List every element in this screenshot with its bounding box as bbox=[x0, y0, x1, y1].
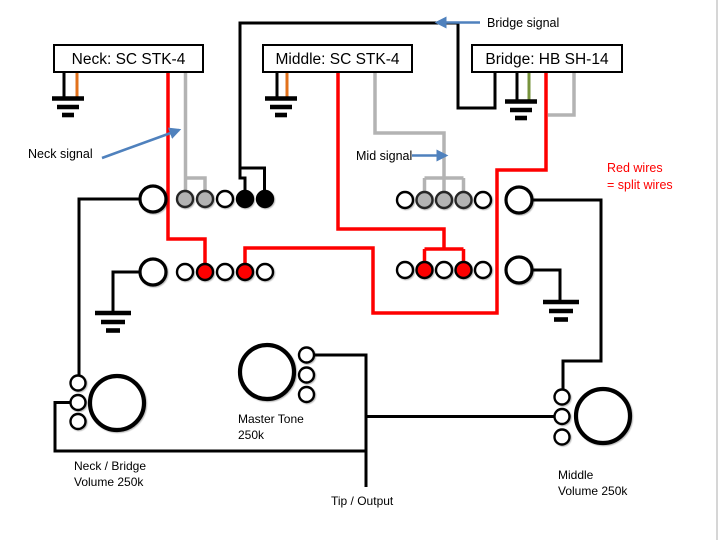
tone-to-output-wire bbox=[313, 353, 368, 487]
neck-volume-lug-2 bbox=[69, 393, 87, 412]
switch-lug-white bbox=[473, 190, 493, 210]
middle-volume-label-line1: Middle bbox=[558, 468, 594, 482]
neck-signal-gray-branch bbox=[185, 176, 207, 192]
middle-pickup-box bbox=[262, 44, 413, 73]
neck-pickup: Neck: SC STK-4 bbox=[53, 44, 204, 73]
switch-lug-red bbox=[415, 260, 434, 280]
black-wires bbox=[53, 21, 603, 487]
neck-signal-arrow bbox=[101, 127, 182, 160]
bridge-pickup-label: Bridge: HB SH-14 bbox=[485, 51, 609, 68]
neck-ground-icon bbox=[52, 96, 84, 118]
left-switch-ground-icon bbox=[95, 310, 131, 333]
master-tone-pot: Master Tone 250k bbox=[237, 342, 316, 442]
switch-lug-white bbox=[473, 260, 493, 280]
red-wires-legend-line2: = split wires bbox=[607, 178, 673, 192]
neck-split-wire bbox=[166, 72, 207, 265]
switch-lug-white bbox=[395, 190, 415, 210]
right-switch-common-top bbox=[504, 185, 534, 215]
neck-volume-label-line1: Neck / Bridge bbox=[74, 459, 146, 473]
switch-lug-red bbox=[235, 262, 255, 282]
switch-lug-gray bbox=[434, 190, 454, 210]
left-switch-common-to-volume-wire bbox=[77, 197, 140, 376]
neck-volume-label-line2: Volume 250k bbox=[74, 475, 144, 489]
bridge-pickup-box bbox=[471, 44, 623, 73]
switch-lug-white bbox=[215, 262, 235, 282]
neck-bridge-volume-body bbox=[87, 373, 147, 433]
switch-lug-white bbox=[395, 260, 415, 280]
switch-lug-gray bbox=[415, 190, 434, 210]
switch-lug-white bbox=[215, 189, 235, 209]
bridge-ground-icon bbox=[505, 99, 537, 121]
switch-lug-white bbox=[255, 262, 275, 282]
master-tone-label-line2: 250k bbox=[238, 428, 265, 442]
mid-signal-gray-wire bbox=[373, 72, 446, 192]
neck-volume-lug-1 bbox=[69, 374, 87, 392]
neck-pickup-label: Neck: SC STK-4 bbox=[72, 51, 186, 68]
switch-lug-red bbox=[454, 260, 473, 280]
tip-output-label: Tip / Output bbox=[331, 494, 394, 508]
middle-pickup: Middle: SC STK-4 bbox=[262, 44, 413, 73]
neck-bridge-volume-pot: Neck / Bridge Volume 250k bbox=[69, 373, 147, 489]
right-switch-top-row bbox=[395, 190, 493, 210]
middle-volume-label-line2: Volume 250k bbox=[558, 484, 628, 498]
neck-pickup-box bbox=[53, 44, 204, 73]
middle-volume-lug-2 bbox=[553, 407, 571, 426]
master-tone-lug-3 bbox=[297, 385, 316, 404]
bridge-split-wire bbox=[243, 72, 548, 315]
middle-pickup-label: Middle: SC STK-4 bbox=[275, 51, 399, 68]
right-switch-ground-wire bbox=[532, 268, 562, 301]
left-switch-common-top bbox=[138, 184, 168, 214]
neck-volume-lug-3 bbox=[69, 412, 87, 431]
master-tone-body bbox=[237, 342, 297, 402]
right-switch-bottom-row bbox=[395, 260, 493, 280]
right-switch-common-to-volume-wire bbox=[532, 198, 603, 390]
right-switch-common-bottom bbox=[504, 255, 534, 285]
middle-volume-pot: Middle Volume 250k bbox=[553, 386, 633, 498]
switch-lug-black bbox=[235, 189, 255, 209]
switch-lug-red bbox=[195, 262, 215, 282]
middle-volume-lug-1 bbox=[553, 388, 571, 406]
left-switch-bottom-row bbox=[175, 262, 275, 282]
bridge-signal-label: Bridge signal bbox=[487, 16, 559, 30]
middle-volume-body bbox=[573, 386, 633, 446]
switch-lug-black bbox=[255, 189, 275, 209]
left-switch-top-row bbox=[175, 189, 275, 209]
switch-lug-gray bbox=[195, 189, 215, 209]
red-split-wires bbox=[166, 72, 548, 315]
bridge-pickup: Bridge: HB SH-14 bbox=[471, 44, 623, 73]
neck-volume-output-wire bbox=[53, 401, 365, 453]
switch-lug-white bbox=[434, 260, 454, 280]
bridge-signal-wire-branch bbox=[240, 166, 266, 192]
left-switch-ground-wire bbox=[111, 270, 140, 312]
red-wires-legend-line1: Red wires bbox=[607, 161, 663, 175]
neck-signal-label: Neck signal bbox=[28, 147, 93, 161]
middle-split-wire bbox=[336, 72, 446, 249]
mid-signal-label: Mid signal bbox=[356, 149, 412, 163]
bridge-gray-wire bbox=[548, 72, 576, 117]
gray-wires bbox=[183, 72, 576, 192]
master-tone-lug-2 bbox=[297, 366, 316, 384]
master-tone-label-line1: Master Tone bbox=[238, 412, 304, 426]
bridge-signal-wire bbox=[238, 21, 497, 192]
switch-lug-gray bbox=[175, 189, 195, 209]
right-switch-ground-icon bbox=[543, 299, 579, 322]
switch-lug-gray bbox=[454, 190, 473, 210]
middle-ground-icon bbox=[265, 96, 297, 118]
switch-lug-white bbox=[175, 262, 195, 282]
master-tone-lug-1 bbox=[297, 346, 316, 364]
left-switch-common-bottom bbox=[138, 257, 168, 287]
middle-volume-lug-3 bbox=[553, 428, 571, 446]
